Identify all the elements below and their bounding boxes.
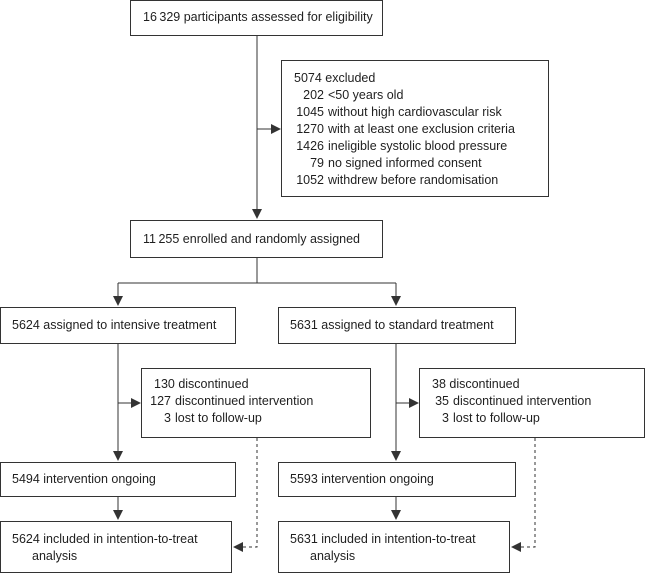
- excluded-count-3: 1426: [296, 139, 324, 153]
- standard-assigned-box: [278, 307, 516, 344]
- enrolled-text: 11 255 enrolled and randomly assigned: [143, 232, 361, 246]
- intensive-discontinued-title: 130 discontinued: [154, 377, 249, 391]
- screening-text: 16 329 participants assessed for eligibi…: [143, 10, 373, 24]
- excluded-count-2: 1270: [296, 122, 324, 136]
- excluded-reason-1: without high cardiovascular risk: [328, 105, 502, 119]
- dashed-standard-discontinued-to-itt: [511, 438, 536, 552]
- intensive-ongoing-box: [0, 462, 236, 497]
- intensive-discontinued-reason-1: lost to follow-up: [175, 411, 262, 425]
- intensive-itt-line2: analysis: [32, 549, 78, 563]
- excluded-count-0: 202: [303, 88, 324, 102]
- standard-discontinued-count-1: 3: [442, 411, 449, 425]
- standard-discontinued-reason-1: lost to follow-up: [453, 411, 540, 425]
- excluded-reason-3: ineligible systolic blood pressure: [328, 139, 508, 153]
- excluded-reason-0: <50 years old: [328, 88, 404, 102]
- excluded-reason-5: withdrew before randomisation: [328, 173, 499, 187]
- excluded-count-4: 79: [310, 156, 324, 170]
- excluded-reason-4: no signed informed consent: [328, 156, 482, 170]
- standard-itt-line2: analysis: [310, 549, 356, 563]
- enrolled-box: [130, 220, 383, 258]
- excluded-title: 5074 excluded: [294, 71, 376, 85]
- excluded-box: [281, 60, 549, 197]
- intensive-discontinued-count-0: 127: [150, 394, 171, 408]
- intensive-ongoing-text: 5494 intervention ongoing: [12, 472, 156, 486]
- intensive-itt-line1: 5624 included in intention-to-treat: [12, 532, 198, 546]
- intensive-itt-box: [0, 521, 232, 573]
- excluded-count-5: 1052: [296, 173, 324, 187]
- standard-itt-line1: 5631 included in intention-to-treat: [290, 532, 476, 546]
- standard-ongoing-text: 5593 intervention ongoing: [290, 472, 434, 486]
- intensive-discontinued-box: [141, 368, 371, 438]
- excluded-count-1: 1045: [296, 105, 324, 119]
- intensive-discontinued-reason-0: discontinued intervention: [175, 394, 314, 408]
- intensive-assigned-box: [0, 307, 236, 344]
- standard-discontinued-box: [419, 368, 645, 438]
- standard-discontinued-title: 38 discontinued: [432, 377, 520, 391]
- standard-itt-box: [278, 521, 510, 573]
- intensive-assigned-text: 5624 assigned to intensive treatment: [12, 318, 217, 332]
- dashed-intensive-discontinued-to-itt: [233, 438, 258, 552]
- excluded-reason-2: with at least one exclusion criteria: [328, 122, 515, 136]
- standard-discontinued-count-0: 35: [435, 394, 449, 408]
- standard-assigned-text: 5631 assigned to standard treatment: [290, 318, 494, 332]
- standard-ongoing-box: [278, 462, 516, 497]
- intensive-discontinued-count-1: 3: [164, 411, 171, 425]
- standard-discontinued-reason-0: discontinued intervention: [453, 394, 592, 408]
- screening-box: [130, 0, 383, 36]
